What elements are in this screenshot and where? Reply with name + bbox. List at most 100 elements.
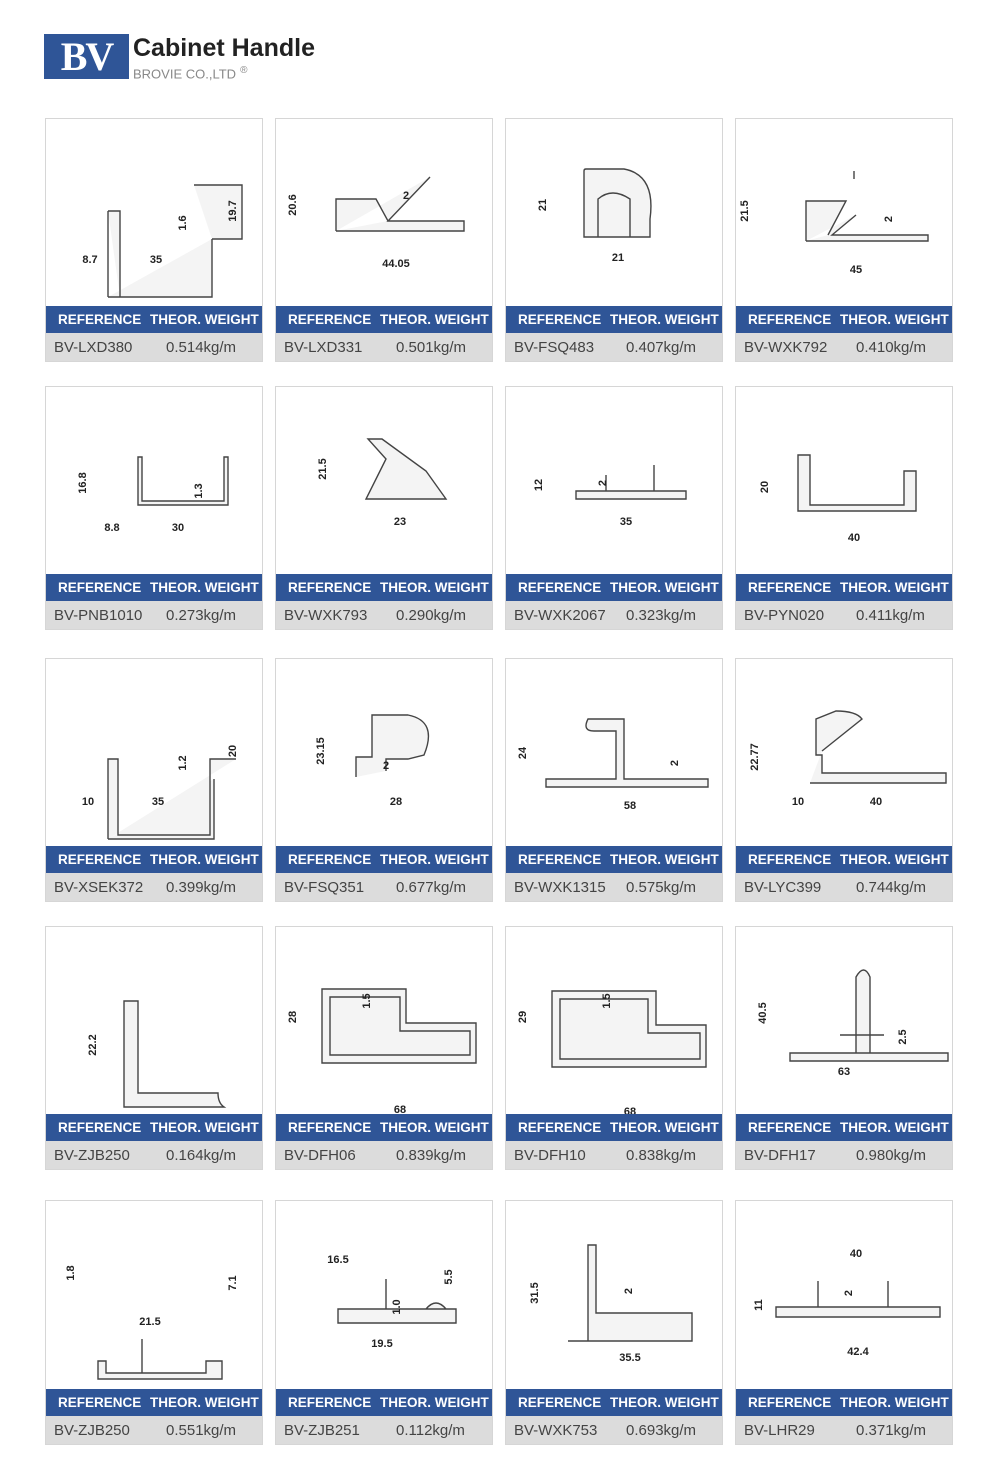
reference-label: REFERENCE [518,580,602,595]
profile-svg: 21.523 [317,438,448,528]
dimension-label: 21 [612,252,624,264]
reference-label: REFERENCE [748,1120,832,1135]
dimension-label: 24 [517,746,529,759]
product-weight: 0.677kg/m [396,879,467,896]
dimension-label: 10 [792,796,804,808]
product-code: BV-WXK753 [514,1422,598,1439]
product-weight: 0.410kg/m [856,339,927,356]
product-code: BV-FSQ351 [284,879,365,896]
weight-label: THEOR. WEIGHT [380,312,489,327]
profile-outline [355,714,430,777]
dimension-label: 29 [517,1011,529,1023]
dimension-label: 35 [152,796,164,808]
spec-header-bar: REFERENCE THEOR. WEIGHT [46,1389,262,1416]
weight-label: THEOR. WEIGHT [610,1395,719,1410]
profile-svg: 281.568 [287,988,477,1114]
product-weight: 0.164kg/m [166,1147,237,1164]
dimension-label: 1.5 [601,993,613,1008]
weight-label: THEOR. WEIGHT [610,580,719,595]
dimension-label: 16.5 [327,1254,348,1266]
dimension-label: 2 [623,1288,635,1294]
weight-label: THEOR. WEIGHT [150,1395,259,1410]
profile-outline [137,456,229,506]
profile-drawing: 21 21 [506,119,722,306]
product-weight: 0.501kg/m [396,339,467,356]
dimension-label: 2 [669,760,681,766]
profile-outline [583,168,652,238]
dimension-label: 2 [883,216,895,222]
dimension-label: 21.5 [317,458,329,479]
product-code: BV-WXK793 [284,607,368,624]
weight-label: THEOR. WEIGHT [380,852,489,867]
dimension-label: 1.8 [65,1265,77,1280]
reference-label: REFERENCE [288,580,372,595]
dimension-label: 42.4 [847,1346,869,1358]
product-code: BV-LYC399 [744,879,822,896]
dimension-label: 45 [850,264,862,276]
profile-outline [789,969,949,1062]
reference-label: REFERENCE [58,580,142,595]
dimension-label: 21 [537,199,549,211]
dimension-label: 22.2 [87,1034,99,1055]
weight-label: THEOR. WEIGHT [840,580,949,595]
reference-label: REFERENCE [518,312,602,327]
dimension-label: 11 [753,1299,765,1311]
product-weight: 0.551kg/m [166,1422,237,1439]
product-weight: 0.411kg/m [856,607,925,624]
dimension-label: 19.5 [371,1338,392,1350]
dimension-label: 40 [848,532,860,544]
page-header: BV Cabinet Handle BROVIE CO.,LTD® [44,34,444,84]
reference-label: REFERENCE [748,312,832,327]
dimension-label: 8.7 [82,254,97,266]
registered-mark: ® [240,65,248,76]
reference-label: REFERENCE [58,1395,142,1410]
product-code: BV-DFH06 [284,1147,356,1164]
profile-outline [335,176,465,232]
weight-label: THEOR. WEIGHT [150,580,259,595]
dimension-label: 44.05 [382,258,410,270]
profile-outline [551,990,707,1068]
